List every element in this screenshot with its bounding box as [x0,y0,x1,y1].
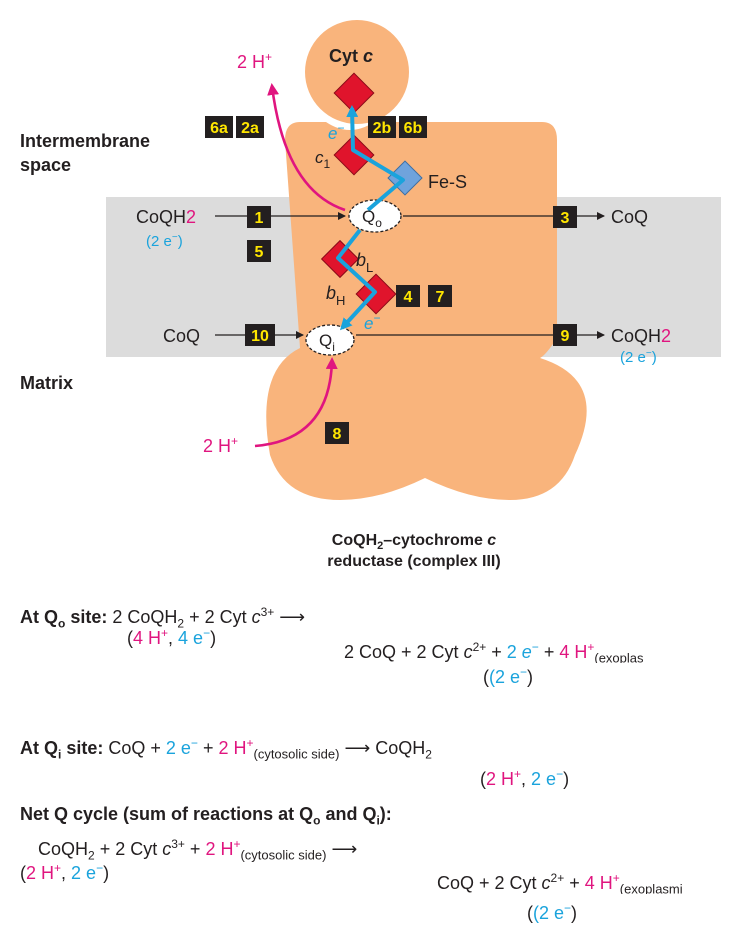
svg-text:2b: 2b [373,120,392,137]
two-e-right-label: (2 e−) [620,348,657,366]
bottom-2h-label: 2 H+ [203,434,238,456]
bh-label: bH [326,283,345,308]
qo-site [348,199,402,233]
badge-3: 3 [553,206,577,228]
badge-7: 7 [428,285,452,307]
badge-5: 5 [247,240,271,262]
qi-equation-paren: (2 H+, 2 e−) [480,767,570,789]
badge-2b: 2b [368,116,396,138]
svg-text:4: 4 [404,289,413,306]
badge-6b: 6b [399,116,427,138]
complex-iii-body [266,122,587,500]
complex-caption-line1: CoQH2–cytochrome c [332,532,497,552]
label-space: space [20,155,71,175]
electron-path-low [336,228,377,331]
qi-label: Qi [319,331,335,354]
qo-equation-rhs: 2 CoQ + 2 Cyt c2+ + 2 e− + 4 H+(exoplas [344,641,644,663]
svg-text:1: 1 [255,210,264,227]
fes-label: Fe-S [428,172,467,192]
cyt-c-sphere [305,20,409,124]
e-minus-top: e− [328,121,344,143]
qi-site [305,324,355,356]
svg-text:6a: 6a [210,120,228,137]
coqh2-right-label: CoQH2 [611,326,671,346]
label-intermembrane: Intermembrane [20,131,150,151]
coq-left-bottom-label: CoQ [163,326,200,346]
bl-label: bL [356,250,373,275]
svg-text:8: 8 [333,426,342,443]
badge-1: 1 [247,206,271,228]
qo-equation-lhs-paren: (4 H+, 4 e−) [127,626,217,648]
two-e-left-label: (2 e−) [146,232,183,250]
badge-8: 8 [325,422,349,444]
svg-text:2a: 2a [241,120,259,137]
proton-release-arrow [267,83,346,212]
qo-equation-lhs: At Qo site: 2 CoQH2 + 2 Cyt c3+ ⟶ [20,605,306,631]
coq-right-top-label: CoQ [611,207,648,227]
top-2h-label: 2 H+ [237,50,272,72]
badge-4: 4 [396,285,420,307]
badge-10: 10 [245,324,275,346]
proton-uptake-arrow [254,357,338,448]
net-title: Net Q cycle (sum of reactions at Qo and … [20,804,392,828]
svg-text:7: 7 [436,289,445,306]
complex-caption-line2: reductase (complex III) [327,553,500,570]
svg-text:6b: 6b [404,120,423,137]
q-cycle-diagram: Intermembrane space Matrix Cyt c 2 H+ e−… [20,20,721,570]
net-equation-lhs-paren: (2 H+, 2 e−) [20,861,110,883]
qo-label: Qo [362,207,382,230]
badge-2a: 2a [236,116,264,138]
c1-label: c1 [315,148,331,171]
qi-equation: At Qi site: CoQ + 2 e− + 2 H+(cytosolic … [20,736,432,762]
cyt-c-label: Cyt c [329,46,373,66]
label-matrix: Matrix [20,373,73,393]
qo-equation-rhs-paren: ((2 e−) [483,665,534,687]
cyt-c-heme [333,72,375,114]
svg-text:5: 5 [255,244,264,261]
c1-heme [333,134,375,176]
badge-6a: 6a [205,116,233,138]
net-equation-lhs: CoQH2 + 2 Cyt c3+ + 2 H+(cytosolic side)… [38,837,358,863]
svg-text:10: 10 [251,328,269,345]
e-minus-mid: e− [364,311,380,333]
svg-text:3: 3 [561,210,570,227]
net-equation-rhs-paren: ((2 e−) [527,901,578,923]
badge-9: 9 [553,324,577,346]
svg-text:9: 9 [561,328,570,345]
coqh2-left-label: CoQH2 [136,207,196,227]
net-equation-rhs: CoQ + 2 Cyt c2+ + 4 H+(exoplasmi [437,872,683,894]
electron-path-high [346,105,405,212]
